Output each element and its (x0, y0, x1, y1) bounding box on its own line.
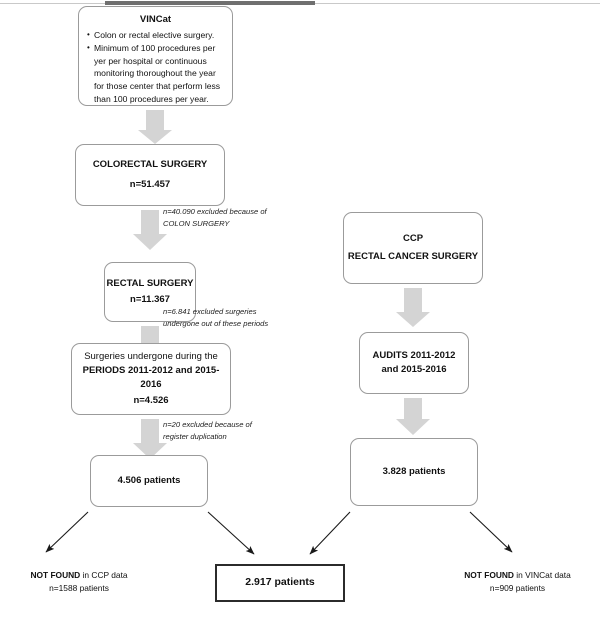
box-rectal-surgery: RECTAL SURGERY n=11.367 (104, 262, 196, 322)
block-arrow-periods-to-vincat-final (133, 419, 167, 459)
box-ccp: CCP RECTAL CANCER SURGERY (343, 212, 483, 284)
box-colorectal-surgery: COLORECTAL SURGERY n=51.457 (75, 144, 225, 206)
note-exclusion-periods-line2: undergone out of these periods (163, 318, 269, 328)
note-exclusion-duplication-line1: n=20 excluded because of (163, 420, 252, 429)
bullet-dot-icon: • (87, 29, 90, 39)
box-ccp-final: 3.828 patients (350, 438, 478, 506)
bullet-text: Minimum of 100 procedures per yer per ho… (94, 42, 221, 104)
caption-not-found-ccp-strong: NOT FOUND (30, 570, 81, 580)
box-ccp-line2: RECTAL CANCER SURGERY (347, 251, 479, 262)
bullet-item: • Colon or rectal elective surgery. (87, 29, 224, 42)
box-periods-line4: n=4.526 (133, 395, 169, 407)
note-exclusion-colon: n=40.090 excluded because of COLON SURGE… (163, 206, 267, 230)
box-periods-line2: PERIODS 2011-2012 and 2015- (82, 364, 220, 376)
note-exclusion-colon-line1: n=40.090 excluded because of (163, 207, 267, 216)
caption-not-found-ccp: NOT FOUND in CCP data n=1588 patients (4, 569, 154, 594)
caption-not-found-vincat-strong: NOT FOUND (464, 570, 514, 580)
note-exclusion-periods-line1: n=6.841 excluded surgeries (163, 307, 257, 316)
bullet-text: Colon or rectal elective surgery. (94, 29, 215, 40)
box-ccp-line1: CCP (402, 233, 424, 245)
box-matched-patients: 2.917 patients (215, 564, 345, 602)
box-audits: AUDITS 2011-2012 and 2015-2016 (359, 332, 469, 394)
box-rectal-line2: n=11.367 (130, 294, 170, 305)
block-arrow-vincat-to-colorectal (138, 110, 172, 144)
caption-not-found-ccp-line2: n=1588 patients (49, 582, 109, 593)
box-periods: Surgeries undergone during the PERIODS 2… (71, 343, 231, 415)
caption-not-found-vincat-line1: NOT FOUND in VINCat data (440, 569, 595, 582)
box-colorectal-line1: COLORECTAL SURGERY (92, 159, 208, 171)
note-exclusion-duplication: n=20 excluded because of register duplic… (163, 419, 252, 443)
arrow-vincat-final-to-not-found-ccp (45, 511, 89, 553)
box-matched-line1: 2.917 patients (245, 576, 315, 589)
caption-not-found-ccp-rest: in CCP data (80, 570, 128, 580)
arrow-ccp-final-to-not-found-vincat (469, 511, 513, 553)
box-ccp-final-line1: 3.828 patients (382, 466, 446, 478)
box-periods-line1: Surgeries undergone during the (84, 350, 218, 362)
caption-not-found-vincat-line2: n=909 patients (489, 582, 546, 593)
box-vincat-final-line1: 4.506 patients (117, 475, 181, 487)
box-audits-line2: and 2015-2016 (381, 364, 447, 375)
caption-not-found-vincat: NOT FOUND in VINCat data n=909 patients (440, 569, 595, 594)
block-arrow-audits-to-ccp-final (396, 398, 430, 438)
block-arrow-ccp-to-audits (396, 288, 430, 328)
box-vincat-bullets: • Colon or rectal elective surgery. • Mi… (79, 27, 232, 106)
caption-not-found-vincat-rest: in VINCat data (513, 570, 571, 580)
box-vincat: VINCat • Colon or rectal elective surger… (78, 6, 233, 106)
bullet-dot-icon: • (87, 42, 90, 52)
box-periods-line3: 2016 (140, 378, 162, 390)
box-vincat-final: 4.506 patients (90, 455, 208, 507)
page-rule-thick (105, 1, 315, 5)
box-colorectal-line2: n=51.457 (129, 179, 171, 190)
box-audits-line1: AUDITS 2011-2012 (372, 350, 456, 362)
note-exclusion-colon-line2: COLON SURGERY (163, 218, 230, 228)
caption-not-found-ccp-line1: NOT FOUND in CCP data (4, 569, 154, 582)
arrow-vincat-final-to-matched (207, 511, 255, 555)
box-rectal-line1: RECTAL SURGERY (106, 278, 194, 290)
box-vincat-title: VINCat (139, 14, 172, 25)
bullet-item: • Minimum of 100 procedures per yer per … (87, 42, 224, 106)
block-arrow-colorectal-to-rectal (133, 210, 167, 250)
note-exclusion-periods: n=6.841 excluded surgeries undergone out… (163, 306, 268, 330)
note-exclusion-duplication-line2: register duplication (163, 431, 227, 441)
arrow-ccp-final-to-matched (309, 511, 351, 555)
